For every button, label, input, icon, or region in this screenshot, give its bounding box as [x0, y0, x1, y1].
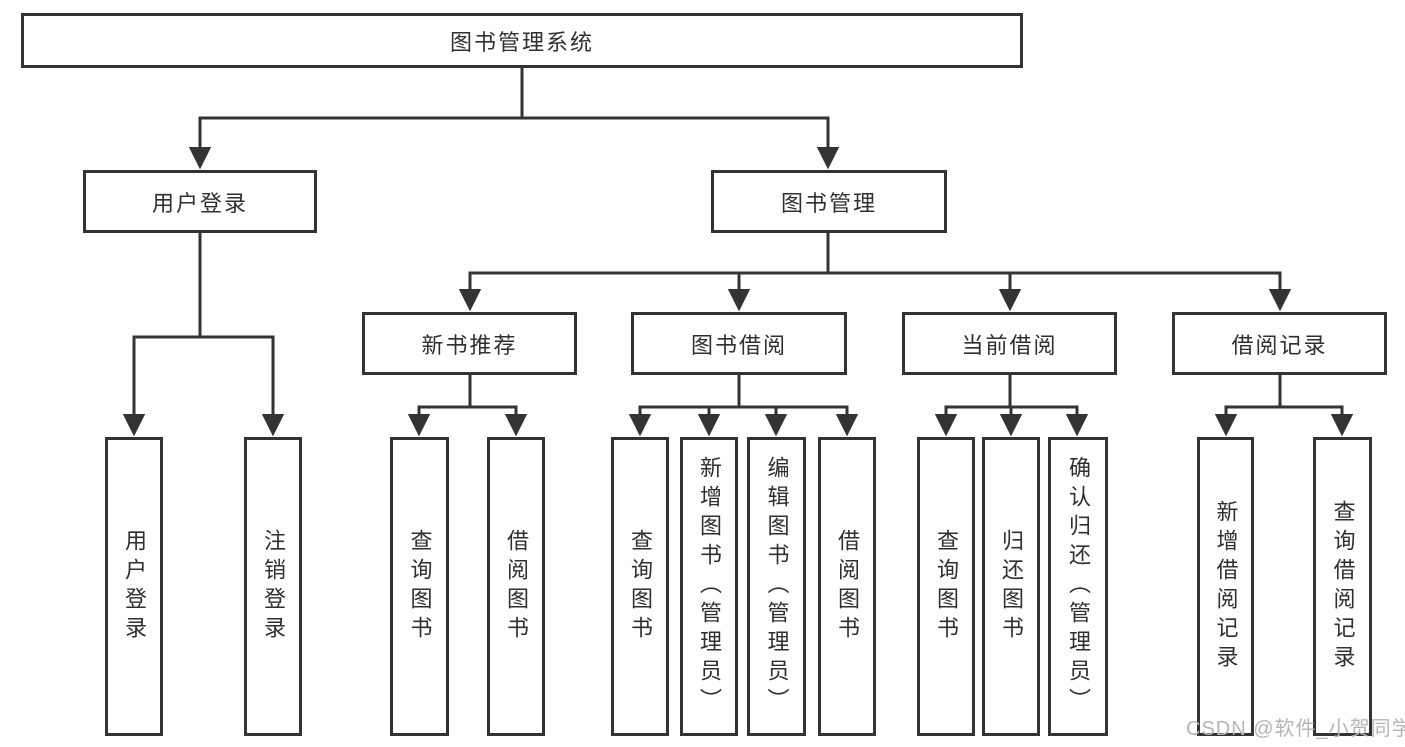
node-current-borrowing: 当前借阅	[902, 312, 1117, 375]
leaf-query-books-recommend: 查询图书	[390, 437, 449, 736]
node-borrowing-records: 借阅记录	[1172, 312, 1387, 375]
node-label: 归还图书	[999, 528, 1024, 645]
node-label: 编辑图书（管理员）	[764, 456, 790, 717]
leaf-edit-books-admin: 编辑图书（管理员）	[747, 437, 806, 736]
node-label: 当前借阅	[961, 332, 1058, 358]
leaf-query-books-borrowing: 查询图书	[611, 437, 669, 736]
node-label: 用户登录	[122, 528, 147, 645]
leaf-confirm-return-admin: 确认归还（管理员）	[1048, 437, 1108, 736]
node-user-login-branch: 用户登录	[83, 170, 317, 233]
node-book-borrowing: 图书借阅	[631, 312, 847, 375]
leaf-borrow-books-borrowing: 借阅图书	[818, 437, 876, 736]
node-label: 确认归还（管理员）	[1066, 456, 1091, 717]
node-label: 新增图书（管理员）	[697, 456, 722, 717]
node-label: 图书管理	[780, 190, 877, 216]
node-label: 查询图书	[407, 528, 433, 645]
node-label: 用户登录	[151, 190, 248, 216]
leaf-add-books-admin: 新增图书（管理员）	[680, 437, 738, 736]
node-root-system: 图书管理系统	[21, 13, 1023, 68]
node-label: 查询借阅记录	[1330, 499, 1356, 674]
node-label: 查询图书	[934, 528, 959, 645]
leaf-logout: 注销登录	[244, 437, 302, 736]
node-label: 图书管理系统	[449, 29, 594, 55]
node-label: 新增借阅记录	[1213, 499, 1239, 674]
csdn-watermark: CSDN @软件_小贺同学	[1186, 718, 1405, 740]
node-label: 图书借阅	[690, 332, 787, 358]
node-label: 借阅记录	[1231, 332, 1328, 358]
leaf-borrow-books-recommend: 借阅图书	[487, 437, 545, 736]
node-label: 查询图书	[628, 528, 653, 645]
node-label: 注销登录	[261, 528, 286, 645]
node-label: 借阅图书	[835, 528, 860, 645]
leaf-user-login: 用户登录	[105, 437, 163, 736]
node-label: 新书推荐	[421, 332, 518, 358]
leaf-query-books-current: 查询图书	[917, 437, 975, 736]
node-label: 借阅图书	[504, 528, 529, 645]
node-new-book-recommend: 新书推荐	[362, 312, 577, 375]
node-book-management-branch: 图书管理	[711, 170, 947, 233]
leaf-return-books: 归还图书	[982, 437, 1040, 736]
leaf-query-borrow-record: 查询借阅记录	[1313, 437, 1372, 736]
leaf-add-borrow-record: 新增借阅记录	[1197, 437, 1254, 736]
